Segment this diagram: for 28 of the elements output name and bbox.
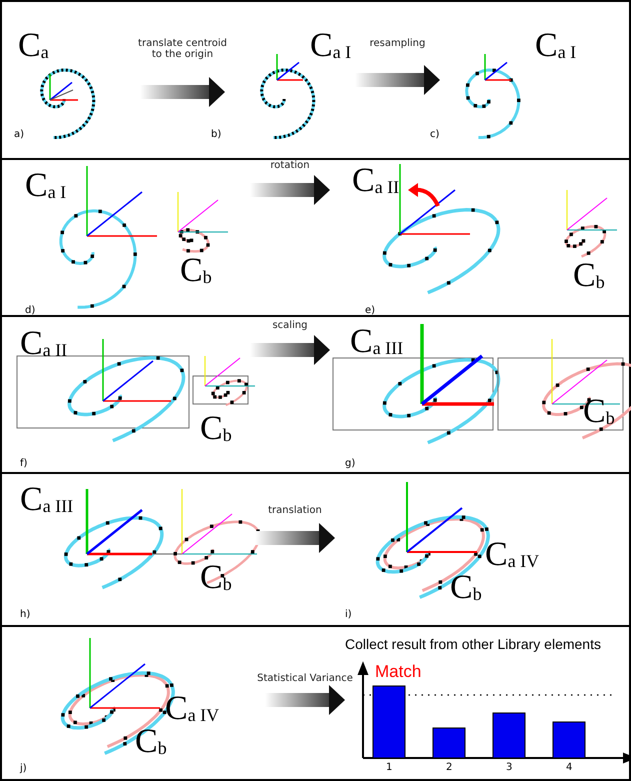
panel-letter: i) [345,609,352,620]
edge-label: resampling [368,38,426,49]
axis-tick-label: 2 [446,762,452,773]
panel-letter: e) [365,305,376,316]
axis-tick-label: 1 [386,762,392,773]
panel-letter: h) [20,609,30,620]
panel-letter: d) [25,305,36,316]
arrow [355,65,440,95]
panel-letter: c) [430,129,440,140]
axis-tick-label: 3 [506,762,512,773]
bar-annotation: Match [375,662,422,682]
edge-label: translation [267,505,323,516]
arrow [250,175,330,205]
edge-label: rotation [269,160,311,171]
panel-letter: g) [345,458,356,469]
arrow [255,523,335,553]
arrow [140,77,225,107]
edge-label: translate centroid to the origin [137,38,228,60]
edge-label: scaling [271,320,309,331]
chart-title: Collect result from other Library elements [345,636,601,652]
arrow [265,685,345,715]
panel-letter: b) [211,129,222,140]
panel-letter: f) [20,458,28,469]
axis-tick-label: 4 [566,762,572,773]
panel-letter: j) [20,763,27,774]
arrow [250,335,330,365]
edge-label: Statistical Variance [256,673,354,684]
panel-letter: a) [14,129,24,140]
